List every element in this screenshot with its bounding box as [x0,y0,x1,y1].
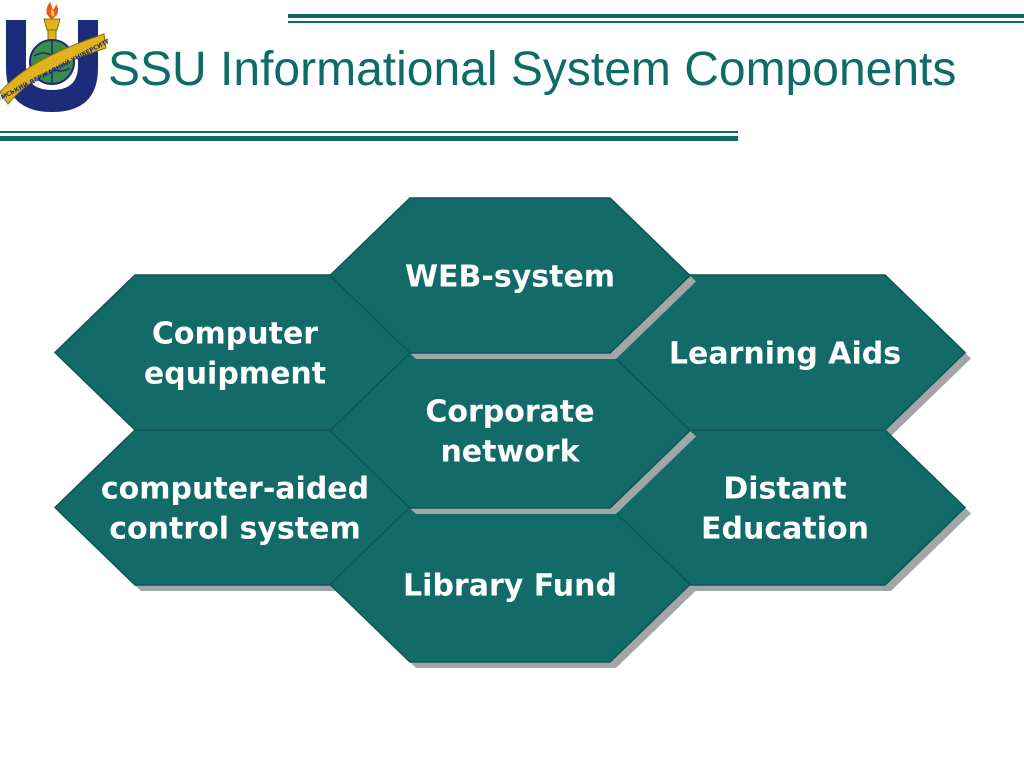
hexagon-label: Corporate [425,395,594,430]
hexagon-label: Learning Aids [669,337,901,372]
header-rule-top-thin [288,21,1024,23]
header-rule-bottom-thin [0,131,738,133]
hexagon-label: WEB-system [405,260,615,295]
hexagon-label: equipment [144,357,326,392]
hexagon-label: Education [701,512,869,547]
hexagon-label: Distant [723,472,846,507]
header-rule-top-thick [288,14,1024,18]
hexagon-label: computer-aided [101,472,369,507]
torch-icon [43,18,61,31]
logo-ribbon [0,33,107,105]
logo-letter-u [6,20,98,112]
university-logo: СУМСЬКИЙ ДЕРЖАВНИЙ УНІВЕРСИТЕТ [0,2,108,112]
header-rule-bottom [0,131,738,142]
hexagon-computer-equipment: Computer equipment [53,274,421,436]
slide-title: SSU Informational System Components [108,43,957,96]
hexagon-web-system: WEB-system [328,197,696,359]
header-rule-bottom-thick [0,136,738,141]
hexagon-label: control system [109,512,360,547]
hexagon-label: Library Fund [403,569,617,604]
hexagon-label: network [440,435,580,470]
header-rule-top [288,14,1024,23]
hexagon-library-fund: Library Fund [328,506,696,668]
hexagon-learning-aids: Learning Aids [603,274,971,436]
hexagon-computer-aided-control-system: computer-aided control system [53,429,421,591]
hexagon-shape [328,197,692,354]
hexagon-label: Computer [152,317,318,352]
hexagon-corporate-network: Corporate network [328,352,696,514]
